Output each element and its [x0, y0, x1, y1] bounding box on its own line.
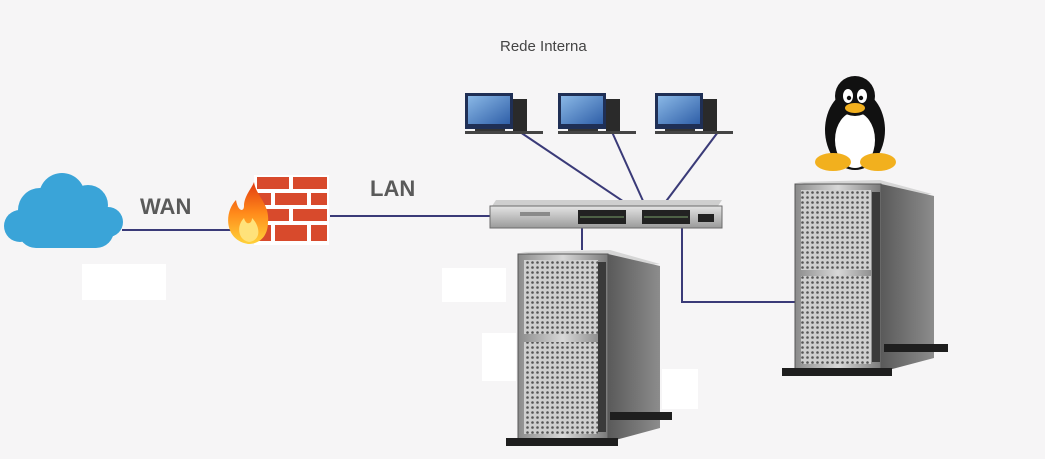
- internal-network-label: Rede Interna: [500, 38, 587, 55]
- connection-lines: [122, 131, 795, 303]
- network-switch: [489, 200, 723, 229]
- firewall-icon: [228, 175, 329, 245]
- desktop-computer-icon: [465, 93, 543, 134]
- desktop-computer-icon: [558, 93, 636, 134]
- desktop-computer-icon: [655, 93, 733, 134]
- lan-label: LAN: [370, 176, 416, 201]
- tower-server: [782, 180, 948, 376]
- tower-server: [506, 250, 672, 446]
- blank-box: [442, 268, 506, 302]
- wan-label: WAN: [140, 194, 192, 219]
- blank-box: [82, 264, 166, 300]
- blank-box: [482, 333, 516, 381]
- server-link: [681, 224, 795, 303]
- workstation-link: [611, 131, 649, 213]
- workstation-link: [657, 131, 719, 213]
- linux-tux-icon: [815, 76, 896, 171]
- blank-box: [662, 369, 698, 409]
- cloud-icon: [4, 173, 123, 248]
